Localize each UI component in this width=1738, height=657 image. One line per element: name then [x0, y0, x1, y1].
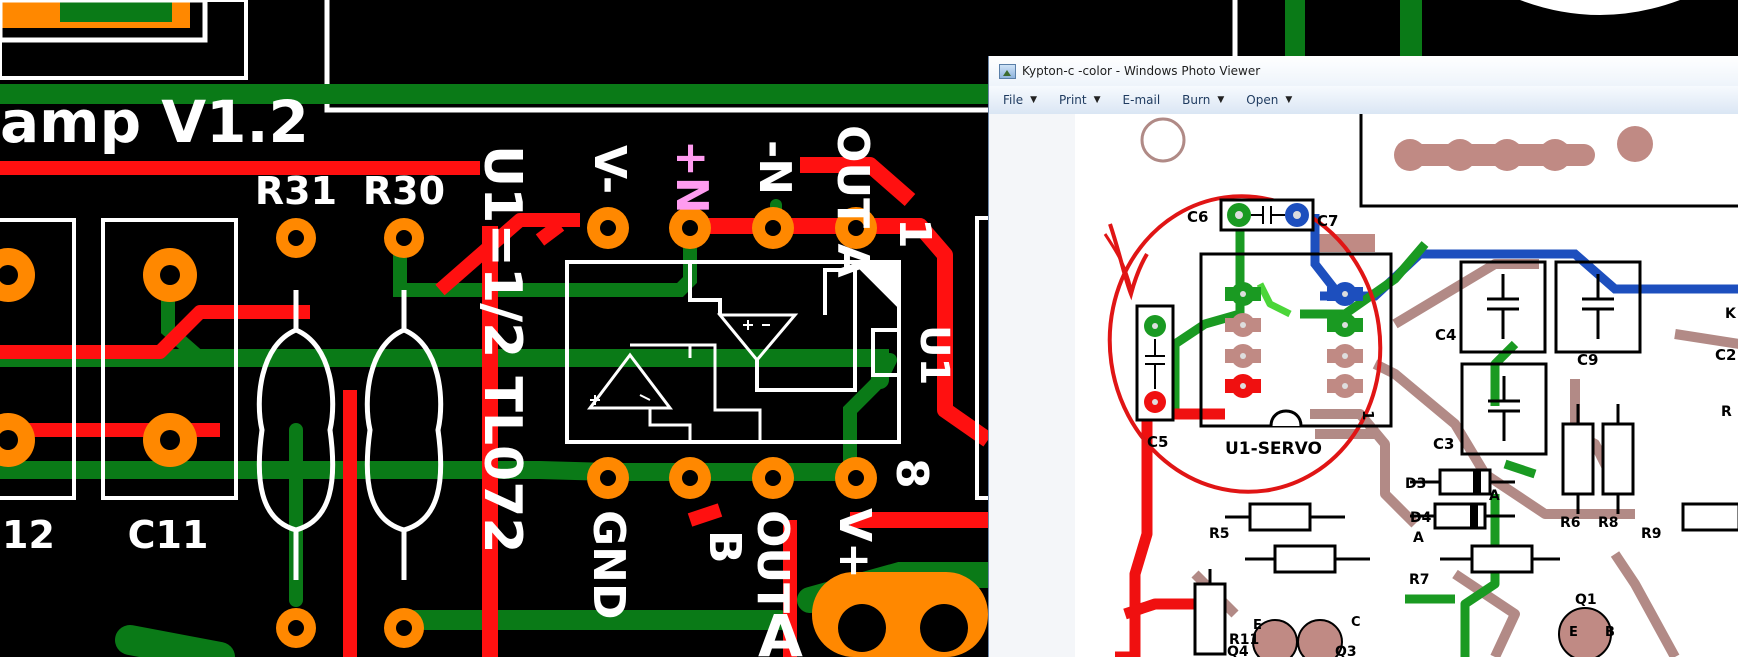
- pcb-pin-in-plus: +N: [666, 140, 717, 214]
- menu-burn[interactable]: Burn ▼: [1174, 93, 1232, 107]
- sch-r6: R6: [1560, 515, 1581, 531]
- sch-anode-a1: A: [1489, 488, 1500, 504]
- sch-partial-k: K: [1725, 306, 1737, 322]
- dropdown-caret-icon: ▼: [1285, 95, 1293, 105]
- sch-q1: Q1: [1575, 592, 1597, 608]
- viewer-titlebar[interactable]: Kypton-c -color - Windows Photo Viewer: [989, 56, 1738, 86]
- pcb-ref-r31: R31: [255, 169, 337, 213]
- sch-c7: C7: [1317, 212, 1338, 230]
- sch-d4: D4: [1410, 510, 1432, 526]
- pcb-outline-top: [324, 0, 1238, 113]
- pcb-pin-v-plus: V+: [829, 508, 880, 579]
- pcb-ref-u1: U1: [911, 325, 957, 385]
- pcb-ref-c11: C11: [128, 513, 209, 557]
- viewer-title: Kypton-c -color - Windows Photo Viewer: [1022, 64, 1261, 78]
- pcb-top-left-fragment: [0, 0, 248, 80]
- sch-u1-servo: U1-SERVO: [1225, 439, 1322, 459]
- photo-viewer-app-icon: [999, 63, 1016, 79]
- sch-transistor-e2: E: [1569, 625, 1578, 640]
- dropdown-caret-icon: ▼: [1217, 95, 1225, 105]
- sch-anode-a2: A: [1413, 530, 1424, 546]
- sch-c6: C6: [1187, 208, 1208, 226]
- sch-q3: Q3: [1335, 644, 1357, 657]
- sch-r9: R9: [1641, 526, 1662, 542]
- sch-c5: C5: [1147, 433, 1168, 451]
- dropdown-caret-icon: ▼: [1093, 95, 1101, 105]
- sch-c9: C9: [1577, 351, 1598, 369]
- sch-r5: R5: [1209, 526, 1230, 542]
- pcb-ic-label: U1=1/2 TL072: [472, 145, 532, 554]
- menu-burn-label: Burn: [1182, 93, 1211, 107]
- viewer-content-area[interactable]: C6 C7 C4 C9 C3 C5 C2 U1-SERVO D3 D4 R5 R…: [989, 114, 1738, 657]
- menu-email[interactable]: E-mail: [1115, 93, 1169, 107]
- sch-r7: R7: [1409, 572, 1430, 588]
- viewer-schematic-image: C6 C7 C4 C9 C3 C5 C2 U1-SERVO D3 D4 R5 R…: [1103, 114, 1738, 657]
- pcb-ref-c12-partial: 12: [2, 513, 55, 557]
- sch-c2: C2: [1715, 346, 1736, 364]
- sch-d3: D3: [1405, 476, 1426, 492]
- dropdown-caret-icon: ▼: [1030, 95, 1038, 105]
- menu-file-label: File: [1003, 93, 1024, 107]
- viewer-image-margin: [989, 114, 1075, 657]
- menu-file[interactable]: File ▼: [995, 93, 1045, 107]
- viewer-menubar: File ▼ Print ▼ E-mail Burn ▼ Open ▼: [989, 86, 1738, 115]
- menu-print[interactable]: Print ▼: [1051, 93, 1109, 107]
- pcb-pin-v-minus: V-: [584, 145, 635, 194]
- menu-print-label: Print: [1059, 93, 1087, 107]
- sch-transistor-e: E: [1253, 618, 1262, 633]
- pcb-board-title: amp V1.2: [0, 88, 309, 156]
- pcb-ref-r30: R30: [363, 169, 445, 213]
- pcb-pads: [0, 207, 988, 657]
- sch-transistor-c: C: [1351, 615, 1361, 630]
- pcb-letter-a: A: [758, 602, 803, 657]
- menu-open[interactable]: Open ▼: [1238, 93, 1300, 107]
- sch-q4: Q4: [1227, 644, 1249, 657]
- menu-email-label: E-mail: [1122, 93, 1161, 107]
- pcb-pin-out: OUT: [747, 510, 798, 613]
- pcb-pin-gnd: GND: [583, 510, 634, 619]
- sch-c3: C3: [1433, 435, 1454, 453]
- menu-open-label: Open: [1246, 93, 1279, 107]
- sch-r8: R8: [1598, 515, 1619, 531]
- sch-pin-one: 1: [1359, 410, 1377, 420]
- sch-c4: C4: [1435, 326, 1456, 344]
- pcb-pin-number-1: 1: [889, 218, 940, 249]
- sch-transistor-b: B: [1605, 625, 1615, 640]
- pcb-pin-in-minus: -N: [749, 140, 800, 195]
- pcb-pin-out-a: OUT A: [827, 125, 878, 278]
- photo-viewer-window[interactable]: Kypton-c -color - Windows Photo Viewer F…: [988, 56, 1738, 657]
- sch-partial-r: R: [1721, 404, 1732, 420]
- pcb-pin-b: B: [699, 530, 750, 564]
- pcb-pin-number-8: 8: [886, 458, 937, 489]
- sch-r11: R11: [1229, 632, 1259, 648]
